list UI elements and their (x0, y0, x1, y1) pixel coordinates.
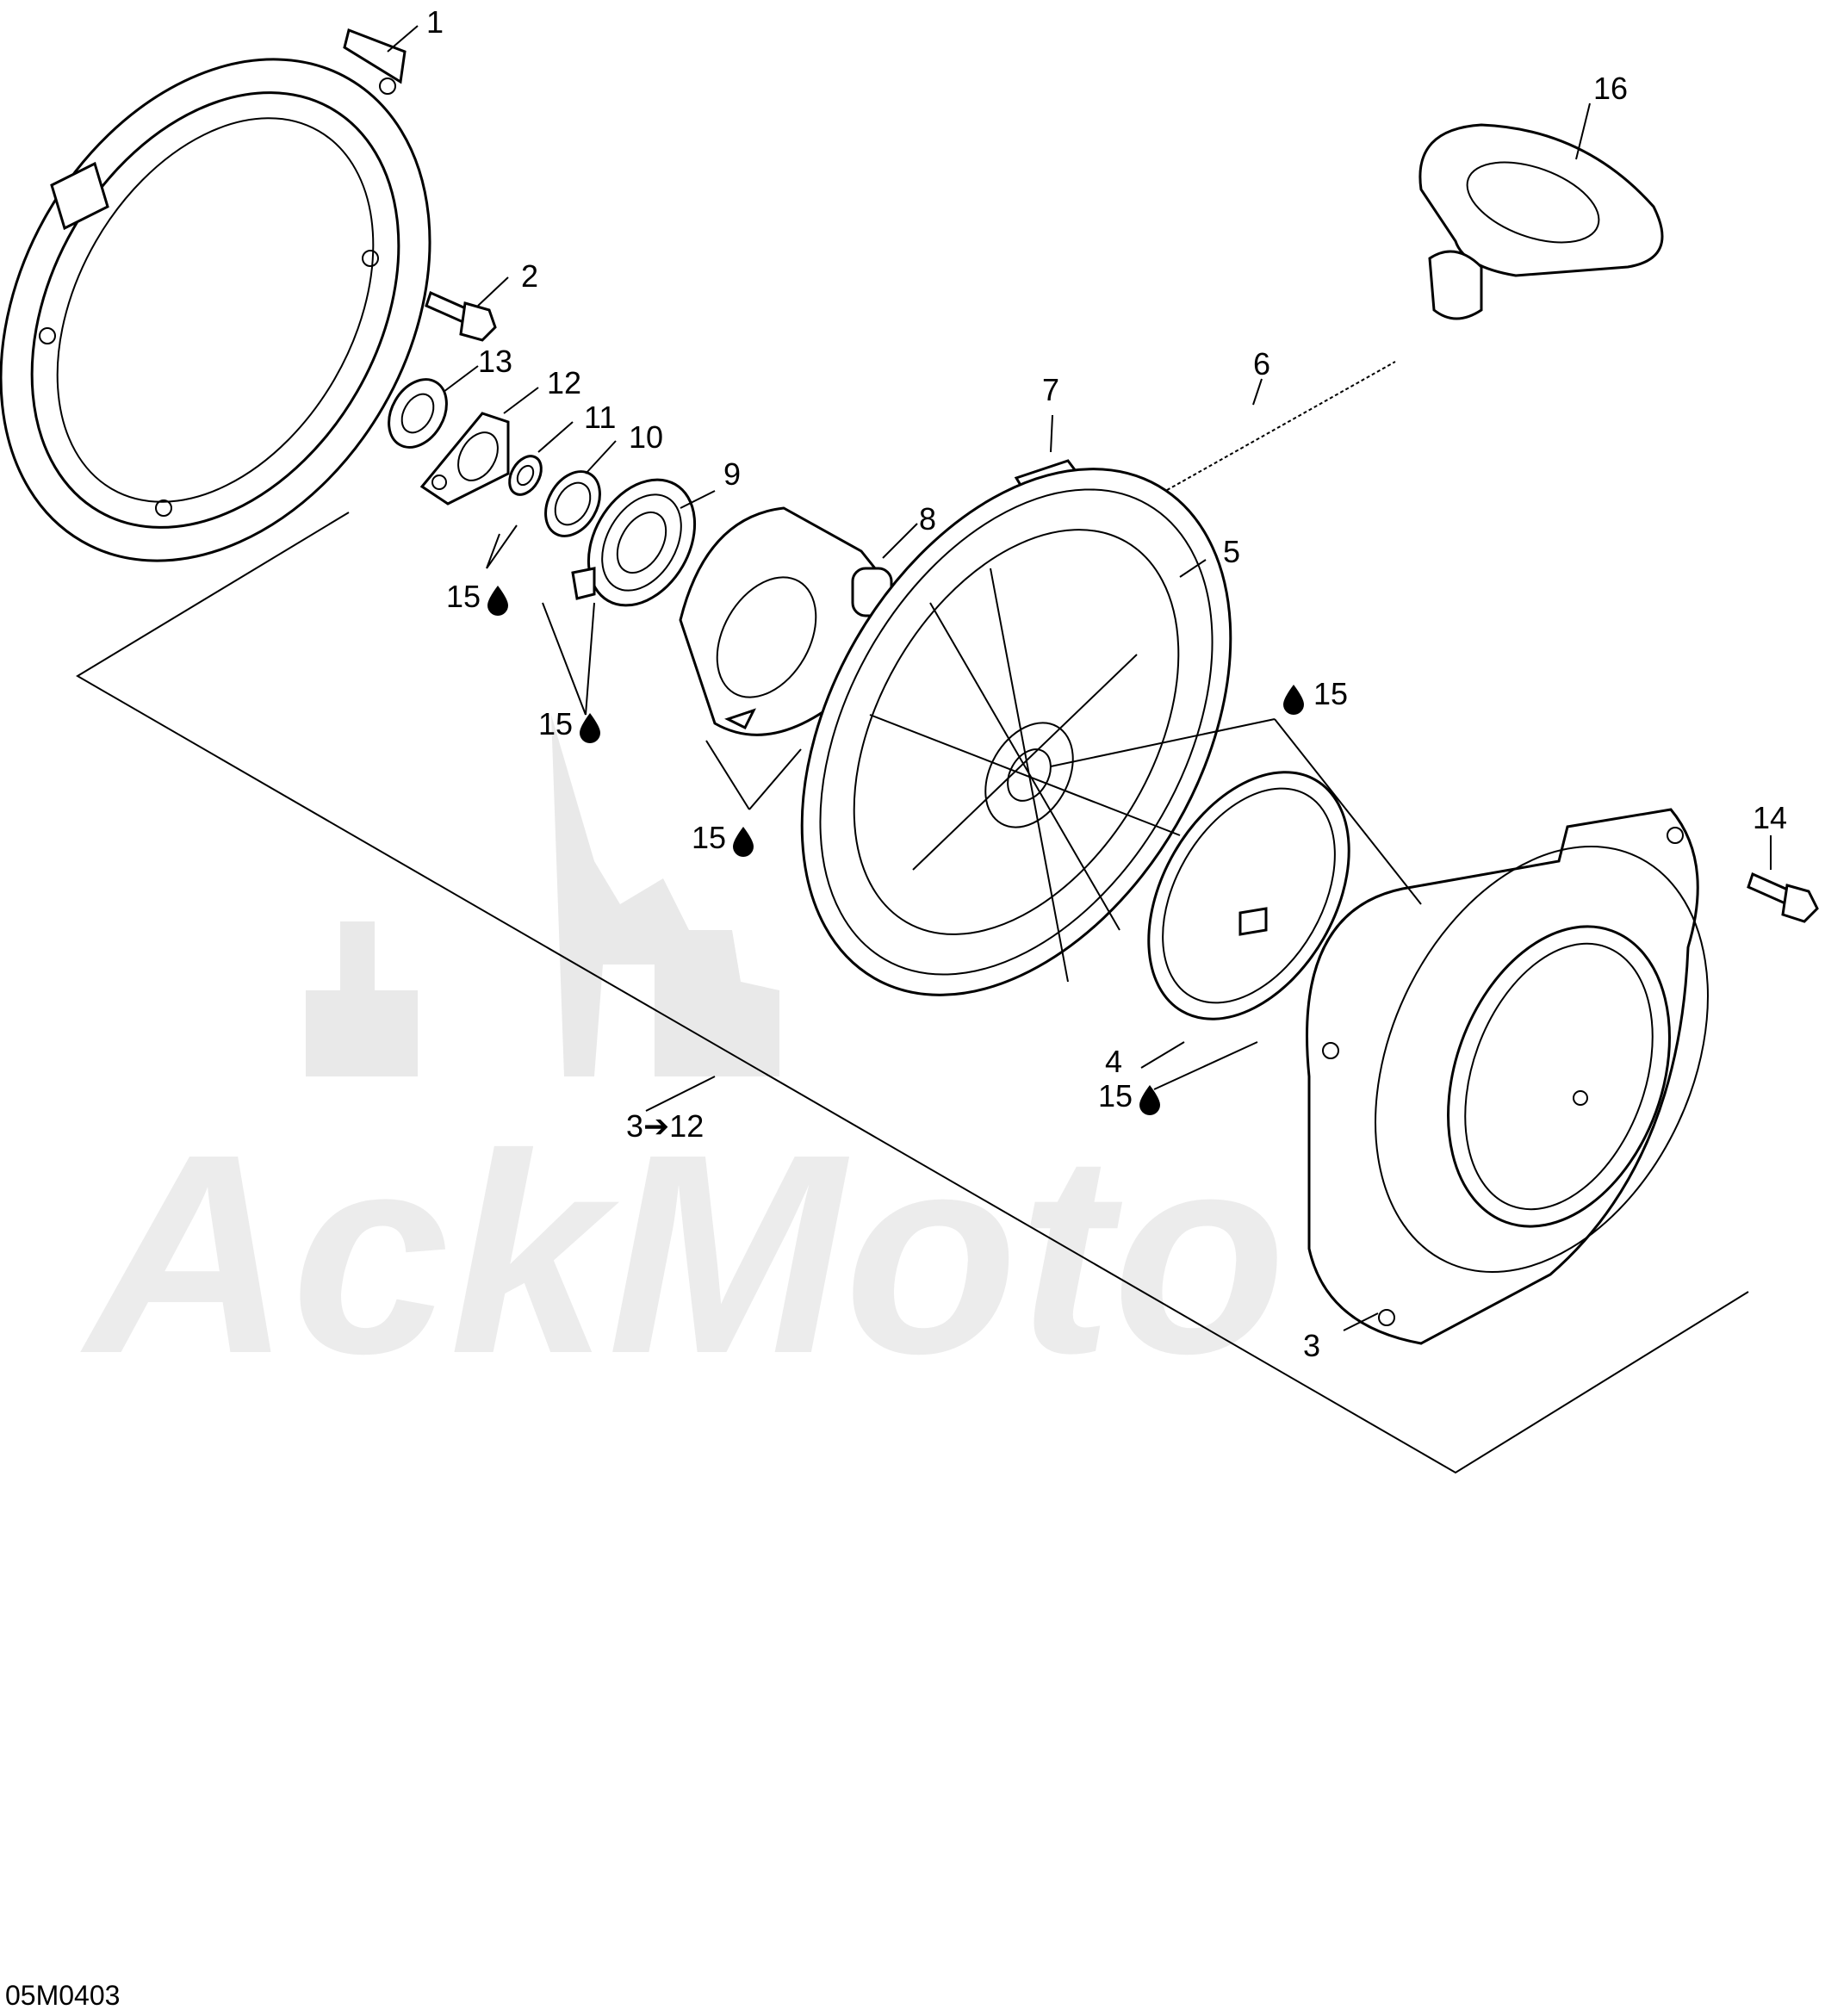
part-5-rope-pulley (800, 468, 1232, 996)
watermark: AckMoto (78, 715, 1287, 1412)
oil-drop-icon (1139, 1085, 1160, 1115)
oil-drop-icon (487, 586, 508, 616)
part-14-bolt (1747, 872, 1819, 923)
part-1-gasket-ring (0, 28, 431, 562)
callout-7: 7 (1042, 372, 1059, 407)
callout-6: 6 (1253, 346, 1270, 381)
part-10-bushing (544, 470, 601, 537)
oil-drop-icon (1283, 685, 1304, 715)
callout-11: 11 (584, 400, 616, 435)
callout-5: 5 (1223, 534, 1240, 569)
callout-14: 14 (1753, 800, 1787, 835)
part-6-rope (1119, 361, 1396, 518)
part-9-spring-disc (571, 478, 697, 607)
callout-10: 10 (629, 419, 663, 455)
oil-drop-icon (733, 827, 754, 857)
assembly-bracket (76, 512, 1749, 1474)
callout-15-e: 15 (1098, 1078, 1133, 1113)
callout-13: 13 (478, 344, 512, 379)
callout-2: 2 (521, 258, 538, 294)
part-13-lock-washer (388, 378, 448, 449)
callout-15-c: 15 (692, 820, 726, 855)
callout-12: 12 (547, 365, 581, 400)
callout-3: 3 (1303, 1328, 1320, 1363)
callout-9: 9 (723, 456, 741, 492)
part-12-plate (419, 412, 510, 506)
part-3-starter-housing (1306, 808, 1709, 1345)
diagram-code: 05M0403 (5, 1980, 120, 2011)
callout-16: 16 (1593, 71, 1628, 106)
part-4-rewind-spring (1147, 771, 1350, 1020)
oil-drop-icon (580, 713, 600, 743)
part-11-washer (508, 455, 543, 496)
callout-4: 4 (1105, 1044, 1122, 1079)
callout-labels: 1 2 13 12 11 10 9 8 7 6 5 16 14 4 3 3➔12… (426, 4, 1787, 1363)
callout-1: 1 (426, 4, 444, 40)
callout-15-a: 15 (446, 579, 481, 614)
watermark-text: AckMoto (78, 1095, 1287, 1412)
callout-15-b: 15 (538, 706, 573, 741)
callout-3-to-12: 3➔12 (626, 1108, 704, 1144)
callout-8: 8 (919, 501, 936, 537)
part-16-handle (1418, 123, 1664, 320)
callout-15-d: 15 (1313, 676, 1348, 711)
part-2-bolt (425, 290, 497, 342)
leader-lines (387, 25, 1772, 1331)
